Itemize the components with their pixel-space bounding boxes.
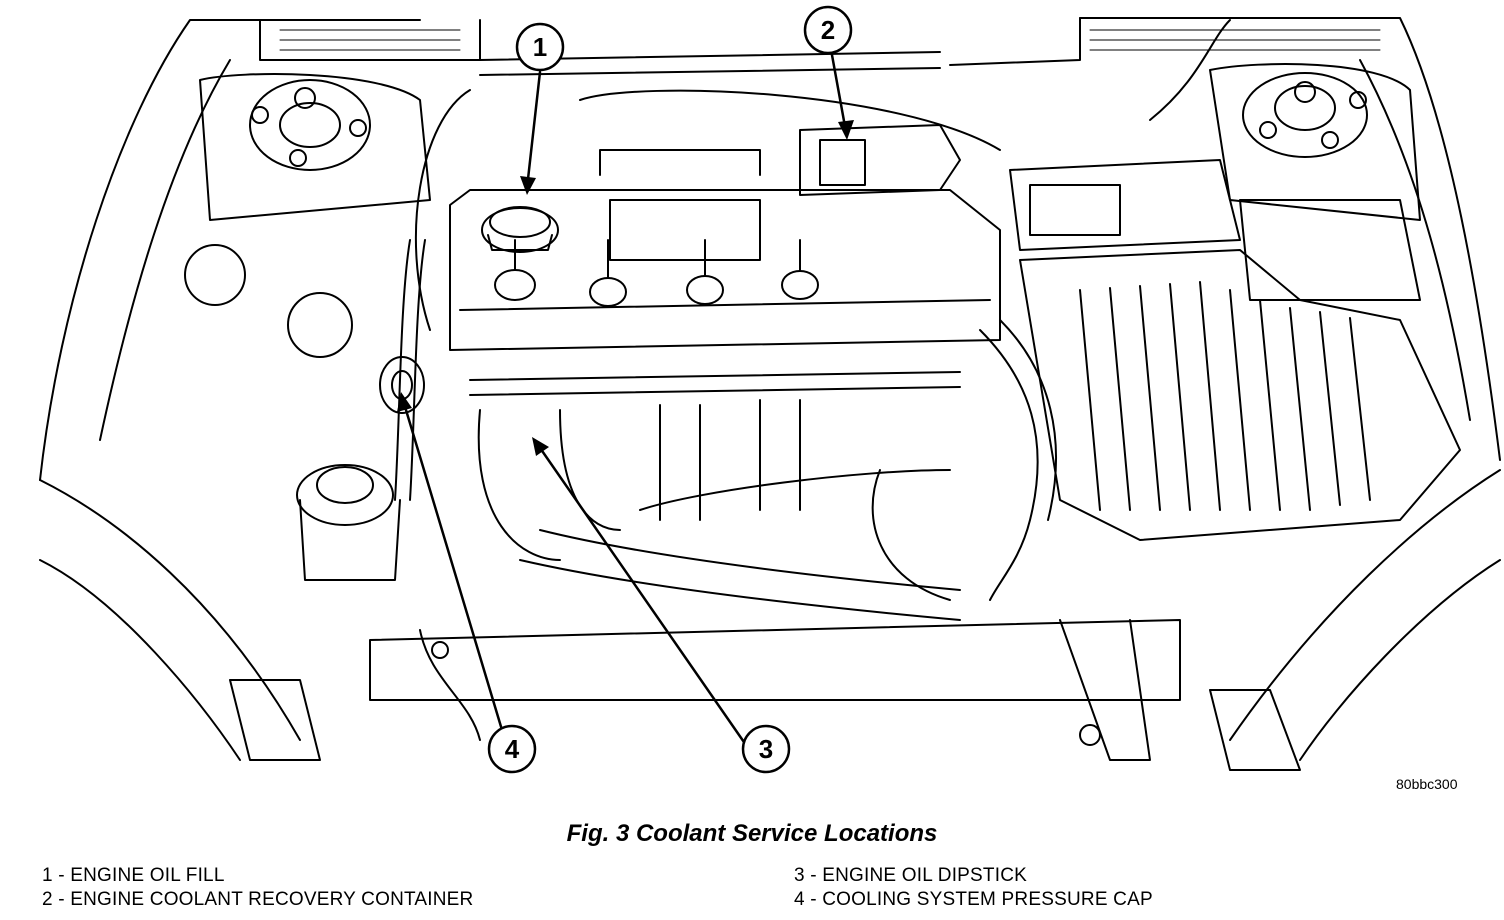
air-cleaner-box: [1019, 199, 1461, 541]
callout-4: 4: [487, 724, 537, 774]
legend-item-4: 4 - COOLING SYSTEM PRESSURE CAP: [794, 889, 1153, 910]
hood-outline: [39, 17, 1501, 761]
power-steering-reservoir: [184, 244, 401, 581]
intake-manifold: [477, 399, 961, 621]
legend-left-column: 1 - ENGINE OIL FILL 2 - ENGINE COOLANT R…: [42, 864, 473, 912]
legend-item-1: 1 - ENGINE OIL FILL: [42, 865, 225, 886]
left-strut-tower: [199, 73, 431, 221]
callout-2-number: 2: [821, 15, 835, 45]
figure-caption: Fig. 3 Coolant Service Locations: [566, 820, 938, 847]
legend-item-3: 3 - ENGINE OIL DIPSTICK: [794, 865, 1027, 886]
hoses: [394, 19, 1231, 601]
right-strut-tower: [1209, 63, 1421, 221]
legend-right-column: 3 - ENGINE OIL DIPSTICK 4 - COOLING SYST…: [794, 864, 1153, 912]
engine-bay-illustration: 1 2 3 4: [39, 5, 1501, 774]
coolant-recovery-container: [799, 124, 961, 196]
legend-item-2: 2 - ENGINE COOLANT RECOVERY CONTAINER: [42, 889, 474, 910]
callout-3: 3: [741, 724, 791, 774]
callout-4-number: 4: [505, 734, 520, 764]
callout-1-number: 1: [533, 32, 547, 62]
callout-2: 2: [803, 5, 853, 55]
engine-block: [449, 149, 1001, 396]
figure-code: 80bbc300: [1396, 776, 1458, 792]
leader-arrowheads: [397, 120, 854, 456]
radiator-support: [229, 619, 1301, 771]
oil-fill-cap: [481, 206, 559, 253]
callout-1: 1: [515, 22, 565, 72]
battery: [1009, 159, 1241, 251]
leader-lines: [401, 53, 848, 760]
callout-3-number: 3: [759, 734, 773, 764]
